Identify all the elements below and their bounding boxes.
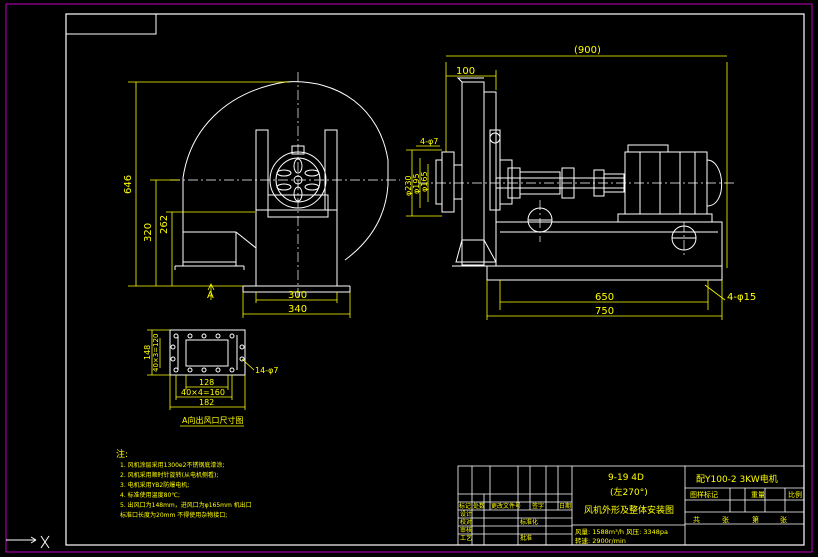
tb-param2: 转速: 2900r/min [575, 536, 626, 545]
tb-drawing-name: 风机外形及整体安装图 [584, 504, 674, 516]
notes: 注: 1. 风机涂层采用1300e2不锈钢底漆涂; 2. 风机采用顺时针旋转(从… [116, 448, 252, 519]
front-centerlines [170, 72, 400, 298]
tb-sheet-1: 共 [693, 515, 700, 524]
note-1: 1. 风机涂层采用1300e2不锈钢底漆涂; [120, 461, 224, 469]
note-4: 4. 标准使用温度80℃; [120, 491, 180, 499]
outlet-caption: A向出风口尺寸图 [182, 415, 243, 425]
outer-frame [5, 3, 813, 553]
tb-sheet-3: 第 [752, 515, 759, 524]
tb-sign-right-1: 标准化 [520, 518, 538, 526]
port-w1: 128 [199, 378, 214, 387]
side-centerlines [418, 182, 735, 258]
inner-frame [65, 13, 805, 546]
dim-phi195: φ195 [412, 173, 421, 194]
dim-320: 320 [143, 223, 154, 242]
tb-sheet-4: 张 [780, 515, 787, 524]
outlet-detail [169, 329, 246, 376]
port-w3: 182 [199, 398, 214, 407]
port-h1: 148 [143, 345, 152, 360]
front-dimensions [128, 81, 351, 318]
tb-rev-5: 日期 [559, 502, 571, 510]
note-2: 2. 风机采用顺时针旋转(从电机侧看); [120, 471, 218, 479]
dim-300: 300 [288, 290, 307, 301]
tb-header-col2: 重量 [751, 491, 765, 499]
dim-holes-small: 4-φ7 [420, 137, 438, 146]
note-3: 3. 电机采用YB2防爆电机; [120, 481, 189, 489]
tb-param1: 风量: 1588m³/h 风压: 3348pa [575, 528, 668, 536]
dim-340: 340 [288, 304, 307, 315]
tb-model-line1: 9-19 4D [608, 473, 644, 483]
tb-sign-1: 设计 [460, 510, 472, 518]
outlet-dimensions [147, 329, 255, 410]
dim-646: 646 [123, 175, 134, 194]
dim-holes: 4-φ15 [727, 292, 756, 303]
front-view [174, 81, 389, 293]
side-view [435, 77, 723, 281]
tb-rev-3: 更改文件号 [491, 502, 521, 510]
notes-title: 注: [116, 448, 128, 460]
tb-sign-3: 审核 [460, 526, 472, 534]
tb-motor: 配Y100-2 3KW电机 [696, 473, 778, 485]
dim-262: 262 [159, 215, 170, 234]
side-dimensions [406, 55, 728, 320]
tb-header-col1: 图样标记 [690, 490, 718, 499]
dim-650: 650 [595, 292, 614, 303]
tb-sign-right-2: 批准 [520, 534, 532, 542]
tb-rev-1: 标记 [459, 502, 471, 510]
title-block [457, 465, 805, 546]
corner-label-box [65, 13, 157, 35]
dim-phi230: φ230 [404, 175, 413, 196]
tb-model-line2: (左270°) [610, 486, 648, 498]
tb-rev-4: 签字 [532, 502, 544, 510]
note-5: 5. 出风口为148mm，进风口为φ165mm 机出口 [120, 501, 252, 509]
dim-750: 750 [595, 306, 614, 317]
tb-sign-4: 工艺 [460, 534, 472, 542]
port-w2: 40×4=160 [181, 388, 225, 397]
port-h2: 40×3=120 [152, 334, 160, 372]
tb-sheet-2: 张 [722, 515, 729, 524]
tb-rev-2: 处数 [473, 502, 485, 510]
section-mark-a: A [207, 290, 214, 301]
tb-header-col3: 比例 [788, 490, 802, 499]
dim-total-length: (900) [574, 45, 601, 56]
dim-100: 100 [456, 66, 475, 77]
ucs-icon [6, 535, 50, 549]
note-6: 标准口长度为20mm 不得使用杂物接口; [120, 511, 227, 519]
tb-sign-2: 校对 [460, 518, 472, 526]
dim-phi165: φ165 [420, 171, 429, 192]
port-holes: 14-φ7 [255, 366, 278, 375]
